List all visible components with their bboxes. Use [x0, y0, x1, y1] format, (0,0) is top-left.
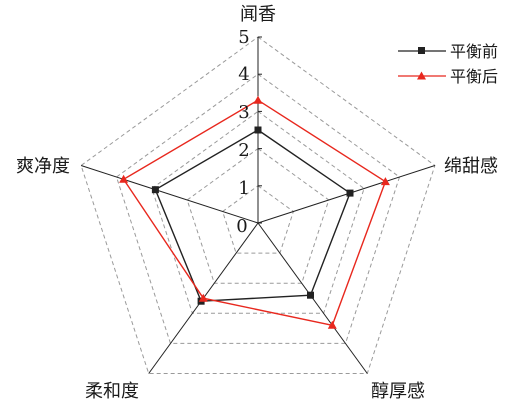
grid-layer — [80, 36, 436, 374]
axis-spoke-4 — [80, 165, 259, 224]
tick-label-3: 3 — [238, 102, 249, 123]
series-0-point-4 — [151, 186, 159, 194]
series-1-point-2 — [327, 320, 337, 329]
legend-label-after: 平衡后 — [450, 67, 498, 86]
series-1-point-0 — [253, 95, 263, 104]
axis-label-aroma: 闻香 — [240, 4, 276, 25]
grid-ring-5 — [80, 36, 436, 374]
series-1-point-4 — [119, 174, 129, 183]
grid-ring-2 — [186, 147, 330, 284]
legend: 平衡前 平衡后 — [398, 42, 498, 86]
axis-label-mellowness: 醇厚感 — [371, 381, 425, 402]
tick-label-2: 2 — [238, 140, 249, 161]
series-layer — [119, 95, 390, 329]
legend-marker-before — [418, 47, 425, 54]
axis-label-cleanness: 爽净度 — [16, 156, 70, 177]
series-1-point-3 — [198, 293, 208, 302]
series-line-1 — [122, 99, 387, 327]
axis-spoke-1 — [257, 165, 436, 224]
tick-label-5: 5 — [238, 27, 249, 48]
axis-label-sweetness: 绵甜感 — [444, 156, 498, 177]
series-0-point-0 — [254, 126, 262, 134]
series-line-0 — [154, 129, 351, 302]
axis-label-softness: 柔和度 — [85, 381, 139, 402]
tick-label-1: 1 — [238, 178, 249, 199]
series-1-point-1 — [380, 177, 390, 186]
tick-labels: 0 1 2 3 4 5 — [236, 27, 249, 237]
tick-label-4: 4 — [238, 64, 249, 85]
series-0-point-2 — [307, 291, 314, 299]
legend-item-after: 平衡后 — [398, 67, 498, 86]
grid-ring-4 — [115, 73, 401, 344]
legend-label-before: 平衡前 — [450, 42, 498, 61]
legend-item-before: 平衡前 — [398, 42, 498, 61]
series-0-point-1 — [346, 189, 354, 197]
legend-marker-after — [417, 71, 426, 80]
tick-label-0: 0 — [236, 216, 247, 237]
grid-ring-3 — [151, 110, 365, 314]
grid-ring-1 — [222, 185, 294, 254]
axis-labels: 闻香 绵甜感 醇厚感 柔和度 爽净度 — [16, 4, 498, 402]
